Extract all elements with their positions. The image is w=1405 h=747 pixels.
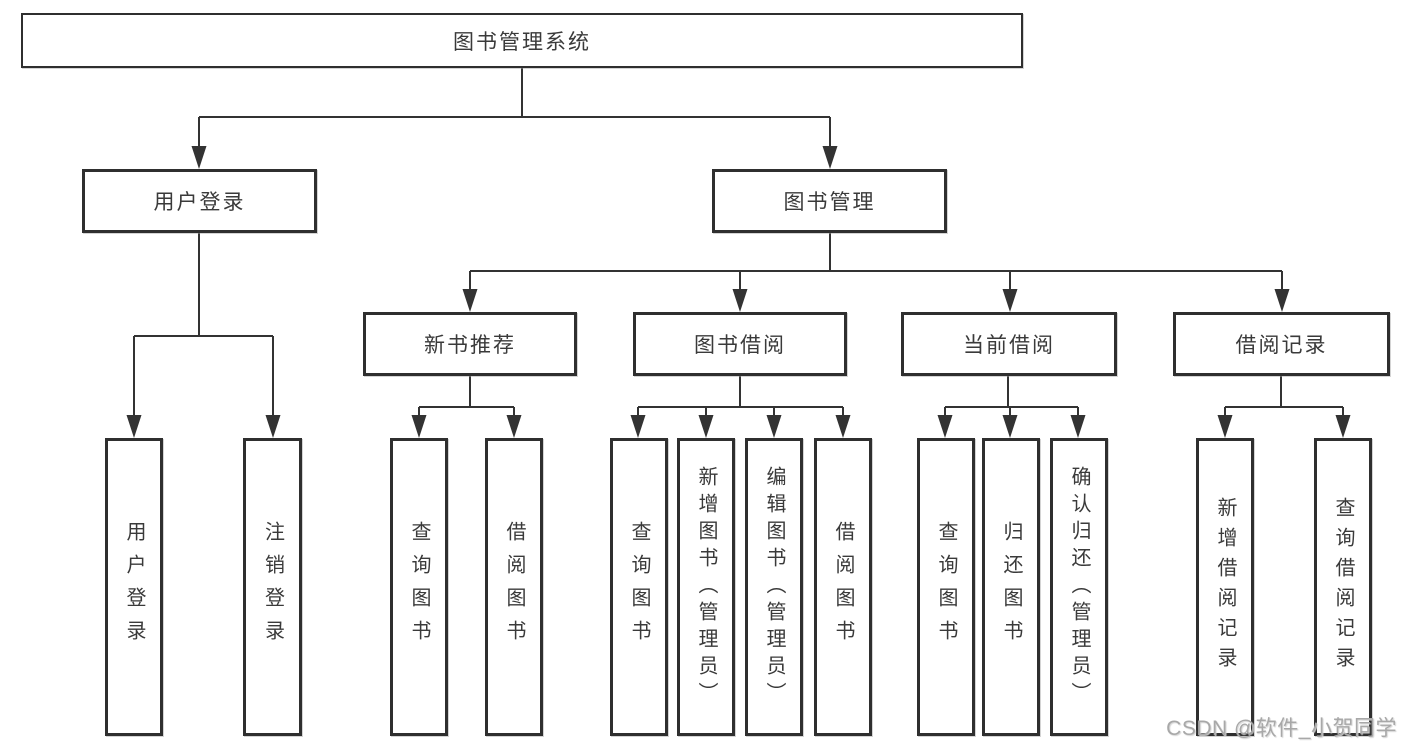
node-label: 新增图书（管理员） [695, 465, 717, 709]
node-label: 归还图书 [1000, 521, 1022, 653]
node-label: 用户登录 [123, 521, 145, 653]
node-label: 当前借阅 [963, 334, 1055, 357]
node-new-book-recommend: 新书推荐 [363, 312, 577, 376]
node-current-borrow: 当前借阅 [901, 312, 1117, 376]
connector-stems [133, 68, 1344, 419]
node-borrow-records: 借阅记录 [1173, 312, 1390, 376]
leaf-add-books-admin: 新增图书（管理员） [677, 438, 735, 736]
node-label: 查询图书 [408, 521, 430, 653]
node-label: 借阅记录 [1235, 334, 1328, 357]
leaf-query-borrow-record: 查询借阅记录 [1314, 438, 1372, 736]
node-book-borrow: 图书借阅 [633, 312, 847, 376]
leaf-borrow-books-2: 借阅图书 [814, 438, 872, 736]
node-label: 查询借阅记录 [1332, 497, 1354, 677]
node-label: 借阅图书 [832, 521, 854, 653]
node-label: 新书推荐 [424, 334, 516, 357]
csdn-watermark: CSDN @软件_小贺同学 [1166, 717, 1397, 740]
arrowheads [126, 146, 1351, 438]
node-label: 查询图书 [628, 521, 650, 653]
node-label: 用户登录 [153, 191, 246, 214]
node-root-library-system: 图书管理系统 [21, 13, 1023, 68]
leaf-query-books-1: 查询图书 [390, 438, 448, 736]
leaf-borrow-books-1: 借阅图书 [485, 438, 543, 736]
node-book-management: 图书管理 [712, 169, 947, 233]
leaf-return-books: 归还图书 [982, 438, 1040, 736]
node-label: 借阅图书 [503, 521, 525, 653]
leaf-add-borrow-record: 新增借阅记录 [1196, 438, 1254, 736]
node-label: 图书管理系统 [453, 30, 591, 54]
leaf-confirm-return-admin: 确认归还（管理员） [1050, 438, 1108, 736]
leaf-logout: 注销登录 [243, 438, 302, 736]
node-label: 查询图书 [935, 521, 957, 653]
node-user-login: 用户登录 [82, 169, 317, 233]
leaf-query-books-2: 查询图书 [610, 438, 668, 736]
leaf-edit-books-admin: 编辑图书（管理员） [745, 438, 803, 736]
leaf-query-books-3: 查询图书 [917, 438, 975, 736]
node-label: 注销登录 [261, 521, 284, 653]
node-label: 新增借阅记录 [1214, 497, 1236, 677]
node-label: 确认归还（管理员） [1068, 465, 1090, 709]
node-label: 图书管理 [783, 191, 876, 214]
leaf-user-login: 用户登录 [105, 438, 163, 736]
node-label: 编辑图书（管理员） [763, 465, 785, 709]
node-label: 图书借阅 [694, 334, 786, 357]
